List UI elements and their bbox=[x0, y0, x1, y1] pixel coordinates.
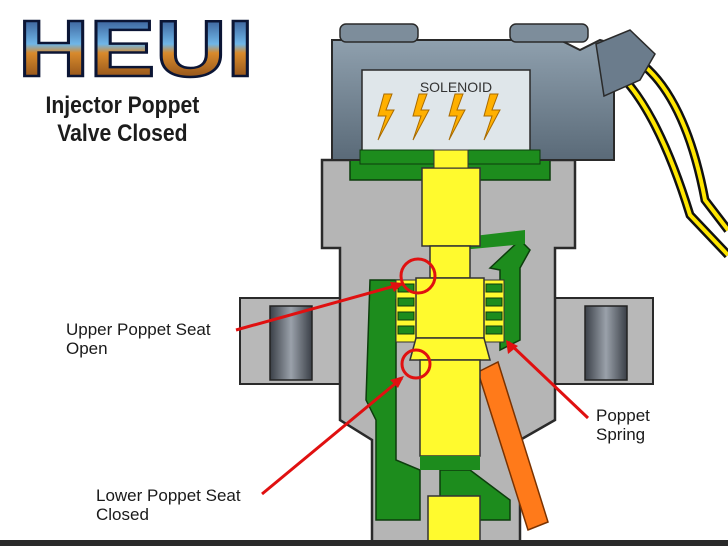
lower-poppet-seat-callout: Lower Poppet Seat Closed bbox=[96, 486, 241, 524]
lightning-bolts bbox=[377, 93, 501, 141]
upper-seat-highlight bbox=[399, 257, 437, 295]
lower-seat-highlight bbox=[400, 348, 432, 380]
upper-poppet-seat-callout: Upper Poppet Seat Open bbox=[66, 320, 211, 358]
right-flange bbox=[544, 297, 654, 385]
spring-arrow bbox=[506, 340, 590, 420]
poppet-spring-callout: Poppet Spring bbox=[596, 406, 650, 444]
drain-passage bbox=[477, 360, 549, 531]
pointer-arrows bbox=[235, 257, 590, 496]
arrow-heads bbox=[390, 282, 518, 388]
upper-seat-arrow bbox=[235, 282, 403, 332]
poppet-spring bbox=[395, 279, 505, 343]
bottom-strip bbox=[0, 540, 728, 546]
solenoid-label: SOLENOID bbox=[420, 79, 492, 95]
solenoid-housing bbox=[331, 23, 656, 169]
diagram-subtitle: Injector Poppet Valve Closed bbox=[45, 92, 200, 147]
title-logo: HEUI bbox=[18, 4, 254, 93]
lower-seat-arrow bbox=[261, 376, 403, 496]
poppet-valve bbox=[409, 167, 491, 546]
left-flange bbox=[239, 297, 349, 385]
